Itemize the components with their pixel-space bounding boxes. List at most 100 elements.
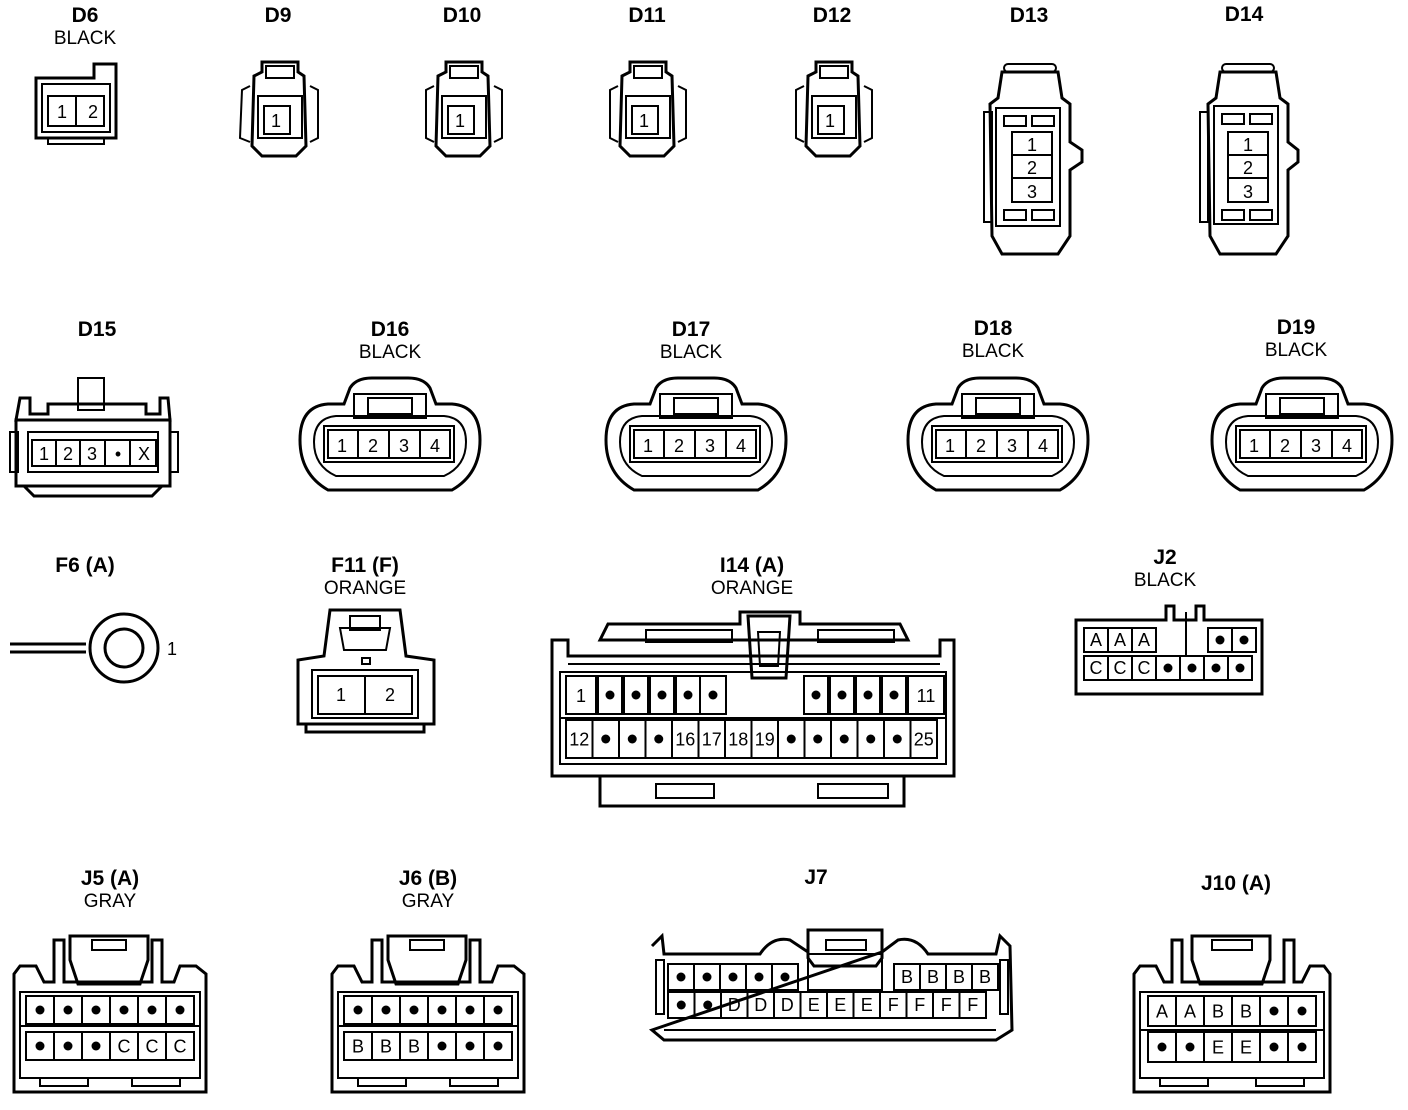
cell-i14 bbox=[909, 719, 938, 759]
connector-d12: 1 bbox=[795, 60, 873, 158]
connector-label-f6: F6 (A) bbox=[55, 554, 115, 577]
pin-d16-3: 3 bbox=[399, 436, 409, 456]
cell-j10 bbox=[1287, 1031, 1317, 1063]
pin-d13-3: 3 bbox=[1027, 182, 1037, 202]
pin-f11-1: 1 bbox=[336, 685, 346, 705]
pin-i14-unused bbox=[605, 690, 615, 700]
pin-d18-3: 3 bbox=[1007, 436, 1017, 456]
pin-i14-12: 12 bbox=[569, 729, 589, 749]
cell-j5 bbox=[165, 995, 195, 1025]
pin-d15-2: 2 bbox=[63, 444, 73, 464]
pin-j2-unused bbox=[1187, 663, 1197, 673]
pin-j6-B: B bbox=[352, 1036, 364, 1056]
connector-label-d12: D12 bbox=[812, 4, 852, 27]
pin-j5-C: C bbox=[146, 1036, 159, 1056]
pin-j6-unused bbox=[437, 1041, 447, 1051]
pin-j10-E: E bbox=[1212, 1037, 1224, 1057]
pin-j6-unused bbox=[493, 1005, 503, 1015]
pin-j10-A: A bbox=[1156, 1001, 1168, 1021]
cell-i14 bbox=[829, 675, 855, 715]
pin-i14-19: 19 bbox=[755, 729, 775, 749]
pin-d14-1: 1 bbox=[1243, 135, 1253, 155]
pin-i14-unused bbox=[837, 690, 847, 700]
pin-j10-unused bbox=[1269, 1042, 1279, 1052]
pin-d19-3: 3 bbox=[1311, 436, 1321, 456]
pin-i14-unused bbox=[654, 734, 664, 744]
cell-j5 bbox=[165, 1031, 195, 1061]
pin-i14-17: 17 bbox=[702, 729, 722, 749]
j6-row1-cells bbox=[343, 995, 513, 1025]
connector-f6: 1 bbox=[10, 612, 177, 684]
cell-i14 bbox=[597, 675, 623, 715]
pin-i14-unused bbox=[627, 734, 637, 744]
pin-j10-unused bbox=[1269, 1006, 1279, 1016]
connector-label-f11: F11 (F)ORANGE bbox=[323, 554, 407, 599]
connector-d9: 1 bbox=[238, 60, 319, 158]
pin-d17-3: 3 bbox=[705, 436, 715, 456]
connector-label-d9: D9 bbox=[264, 4, 292, 27]
pin-d15-1: 1 bbox=[39, 444, 49, 464]
pin-j5-unused bbox=[91, 1005, 101, 1015]
cell-i14 bbox=[803, 675, 829, 715]
pin-j6-unused bbox=[493, 1041, 503, 1051]
pin-d17-2: 2 bbox=[674, 436, 684, 456]
pin-i14-unused bbox=[657, 690, 667, 700]
pin-j6-unused bbox=[381, 1005, 391, 1015]
connector-d14: 1 2 3 bbox=[1199, 63, 1300, 256]
connector-d10: 1 bbox=[425, 60, 503, 158]
pin-d9-1: 1 bbox=[271, 111, 281, 131]
cell-j10 bbox=[1287, 995, 1317, 1027]
pin-j7-B: B bbox=[979, 967, 991, 987]
pin-j5-C: C bbox=[118, 1036, 131, 1056]
pin-j7-B: B bbox=[927, 967, 939, 987]
pin-j7-unused bbox=[728, 972, 738, 982]
pin-d17-4: 4 bbox=[736, 436, 746, 456]
pin-d15-4: • bbox=[115, 444, 121, 464]
pin-d18-2: 2 bbox=[976, 436, 986, 456]
pin-d13-1: 1 bbox=[1027, 135, 1037, 155]
pin-j2-C: C bbox=[1090, 658, 1103, 678]
pin-i14-unused bbox=[863, 690, 873, 700]
pin-j10-unused bbox=[1185, 1042, 1195, 1052]
pin-j10-B: B bbox=[1240, 1001, 1252, 1021]
pin-d16-2: 2 bbox=[368, 436, 378, 456]
connector-label-d14: D14 bbox=[1224, 3, 1264, 26]
pin-j7-B: B bbox=[953, 967, 965, 987]
pin-d12-1: 1 bbox=[825, 111, 835, 131]
pin-j2-A: A bbox=[1114, 630, 1126, 650]
pin-d18-1: 1 bbox=[945, 436, 955, 456]
pin-j2-unused bbox=[1215, 635, 1225, 645]
pin-j2-C: C bbox=[1138, 658, 1151, 678]
pin-j7-E: E bbox=[861, 995, 873, 1015]
connector-label-j5: J5 (A)GRAY bbox=[80, 867, 140, 912]
cell-i14 bbox=[881, 675, 907, 715]
pin-j6-unused bbox=[409, 1005, 419, 1015]
pin-j10-unused bbox=[1157, 1042, 1167, 1052]
connector-d18: 1 2 3 4 bbox=[906, 376, 1090, 492]
pin-j5-unused bbox=[35, 1005, 45, 1015]
pin-j7-unused bbox=[676, 972, 686, 982]
pin-d15-5: X bbox=[138, 444, 150, 464]
cell-i14 bbox=[565, 675, 597, 715]
cell-i14 bbox=[623, 675, 649, 715]
pin-j10-unused bbox=[1297, 1042, 1307, 1052]
pin-j7-F: F bbox=[888, 995, 899, 1015]
connector-d11: 1 bbox=[609, 60, 687, 158]
pin-j6-unused bbox=[465, 1005, 475, 1015]
j5-row1-cells bbox=[25, 995, 195, 1025]
pin-i14-unused bbox=[811, 690, 821, 700]
pin-j6-unused bbox=[465, 1041, 475, 1051]
pin-i14-unused bbox=[708, 690, 718, 700]
pin-j7-F: F bbox=[941, 995, 952, 1015]
pin-j2-A: A bbox=[1138, 630, 1150, 650]
pin-j7-F: F bbox=[914, 995, 925, 1015]
